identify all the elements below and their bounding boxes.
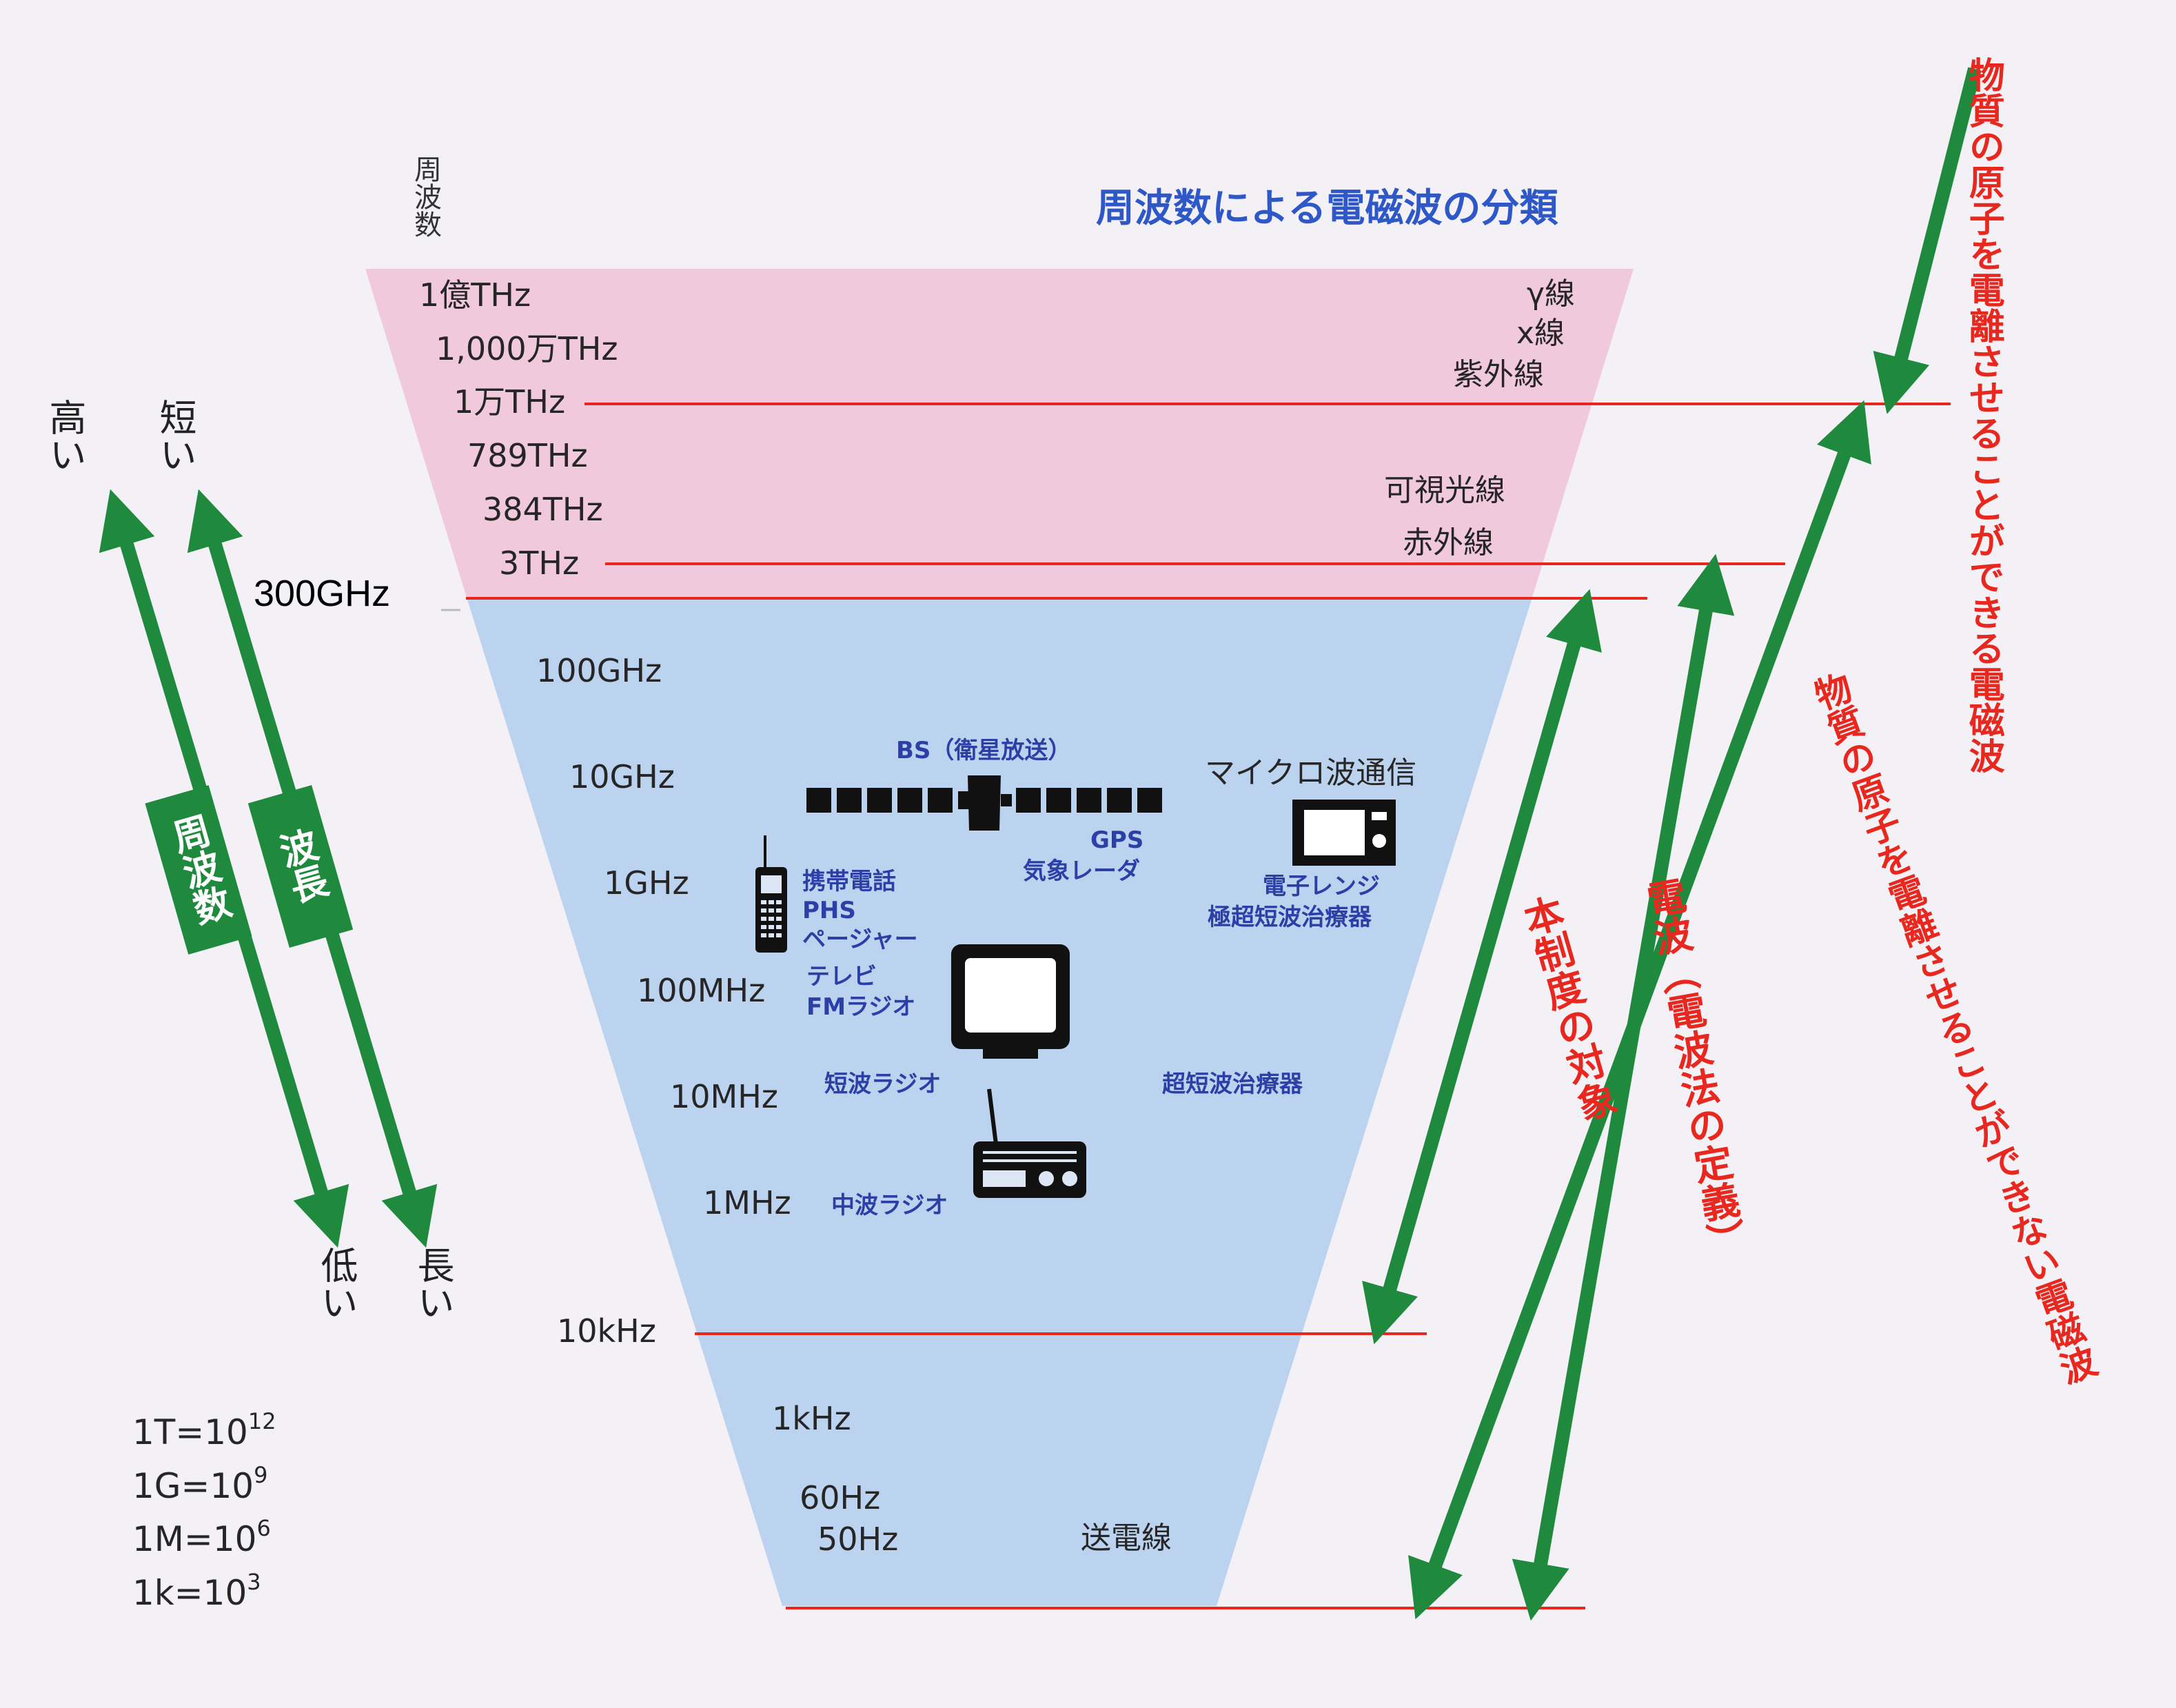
mobile-phone-icon (755, 835, 787, 953)
left-label-long: 長い (411, 1246, 454, 1321)
app-label-tv: テレビ (806, 963, 877, 990)
freq-label-100ghz: 100GHz (536, 652, 662, 689)
left-label-short: 短い (153, 398, 196, 473)
freq-label-300ghz: 300GHz (254, 573, 391, 614)
radio-icon (973, 1088, 1086, 1198)
app-label-fm: FMラジオ (806, 993, 916, 1021)
freq-label-1khz: 1kHz (772, 1400, 851, 1437)
app-label-power-line: 送電線 (1081, 1521, 1172, 1556)
app-label-gps: GPS (1090, 826, 1144, 854)
app-label-weather-radar: 気象レーダ (1023, 857, 1140, 885)
freq-label-789thz: 789THz (467, 437, 588, 474)
band-label-uv: 紫外線 (1453, 357, 1544, 392)
non-ionizing-region (467, 600, 1532, 1606)
freq-label-10mhz: 10MHz (670, 1078, 778, 1115)
freq-label-1oku-thz: 1億THz (419, 276, 531, 314)
diagram-title: 周波数による電磁波の分類 (1096, 186, 1558, 231)
left-label-high: 高い (43, 398, 86, 473)
left-label-low: 低い (314, 1246, 358, 1321)
band-label-infrared: 赤外線 (1403, 525, 1494, 560)
freq-label-3thz: 3THz (499, 545, 580, 582)
label-ionizing-wave: 物質の原子を電離させることができる電磁波 (1962, 57, 2004, 773)
unit-legend: 1T=1012 1G=109 1M=106 1k=103 (132, 1406, 276, 1620)
freq-label-60hz: 60Hz (800, 1479, 881, 1516)
freq-label-10khz: 10kHz (557, 1312, 656, 1350)
freq-label-1mhz: 1MHz (703, 1184, 791, 1221)
unit-giga: 1G=109 (132, 1461, 268, 1506)
band-label-xray: x線 (1516, 316, 1565, 351)
freq-label-1000man-thz: 1,000万THz (436, 330, 618, 367)
freq-label-100mhz: 100MHz (637, 972, 766, 1009)
freq-label-384thz: 384THz (482, 491, 603, 528)
app-label-bs: BS（衛星放送） (896, 737, 1072, 764)
app-label-microwave-oven: 電子レンジ (1263, 873, 1380, 900)
app-label-pager: ページャー (802, 926, 918, 953)
ionizing-arrow (1873, 67, 1982, 414)
satellite-icon (806, 775, 1162, 831)
app-label-phs: PHS (802, 897, 856, 924)
band-label-gamma: γ線 (1527, 276, 1576, 312)
band-label-visible: 可視光線 (1384, 473, 1505, 508)
microwave-oven-icon (1292, 800, 1396, 866)
app-label-microwave-comm: マイクロ波通信 (1205, 755, 1417, 791)
ionizing-region (365, 269, 1634, 600)
freq-label-50hz: 50Hz (817, 1521, 899, 1558)
freq-label-1man-thz: 1万THz (454, 383, 566, 420)
unit-tera: 1T=1012 (132, 1408, 276, 1452)
freq-label-10ghz: 10GHz (569, 758, 675, 795)
app-label-mobile: 携帯電話 (802, 868, 896, 895)
app-label-microwave-therapy: 極超短波治療器 (1208, 904, 1372, 931)
unit-kilo: 1k=103 (132, 1568, 261, 1613)
non-ionizing-arrow (1408, 400, 1871, 1620)
unit-mega: 1M=106 (132, 1515, 271, 1559)
freq-label-1ghz: 1GHz (604, 864, 689, 902)
app-label-mediumwave: 中波ラジオ (831, 1192, 948, 1219)
television-icon (951, 944, 1070, 1059)
frequency-axis-label: 周波数 (409, 155, 441, 238)
app-label-ultrashort-therapy: 超短波治療器 (1162, 1070, 1303, 1098)
app-label-shortwave: 短波ラジオ (824, 1070, 942, 1098)
